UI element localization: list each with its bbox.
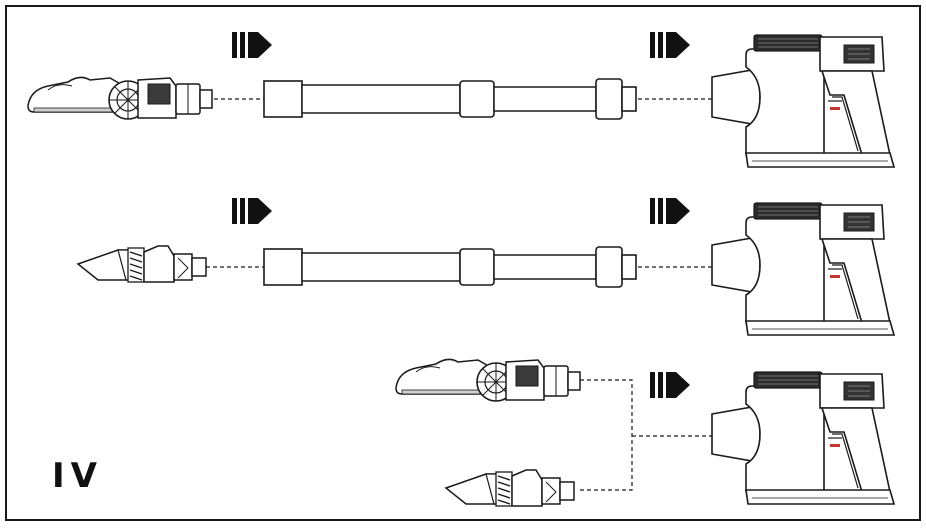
row-2-arrow-2: [650, 198, 690, 224]
figure-frame: [5, 5, 921, 521]
row-1-extension-tube: [263, 78, 637, 120]
row-2-arrow-1: [232, 198, 272, 224]
step-label: IV: [52, 456, 103, 496]
row-3-arrow: [650, 372, 690, 398]
row-3-vacuum-body: [711, 371, 895, 505]
row-3-assembly: [395, 358, 895, 507]
row-2-vacuum-body: [711, 202, 895, 336]
row-1-floor-brush: [27, 76, 213, 120]
row-2-crevice-tool: [77, 245, 207, 283]
row-3-dashed-bracket: [578, 379, 633, 491]
row-1-vacuum-body: [711, 34, 895, 168]
row-1-arrow-2: [650, 32, 690, 58]
row-1-assembly: [27, 32, 895, 168]
row-2-extension-tube: [263, 246, 637, 288]
row-3-crevice-tool: [445, 469, 575, 507]
row-1-arrow-1: [232, 32, 272, 58]
row-2-assembly: [77, 198, 895, 336]
row-3-floor-brush: [395, 358, 581, 402]
